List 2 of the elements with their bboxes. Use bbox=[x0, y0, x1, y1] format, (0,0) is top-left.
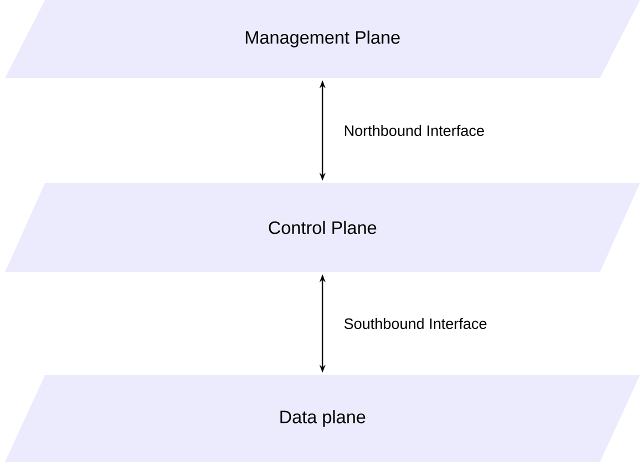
edge-label: Southbound Interface bbox=[344, 318, 486, 329]
edge-label: Northbound Interface bbox=[344, 124, 484, 136]
